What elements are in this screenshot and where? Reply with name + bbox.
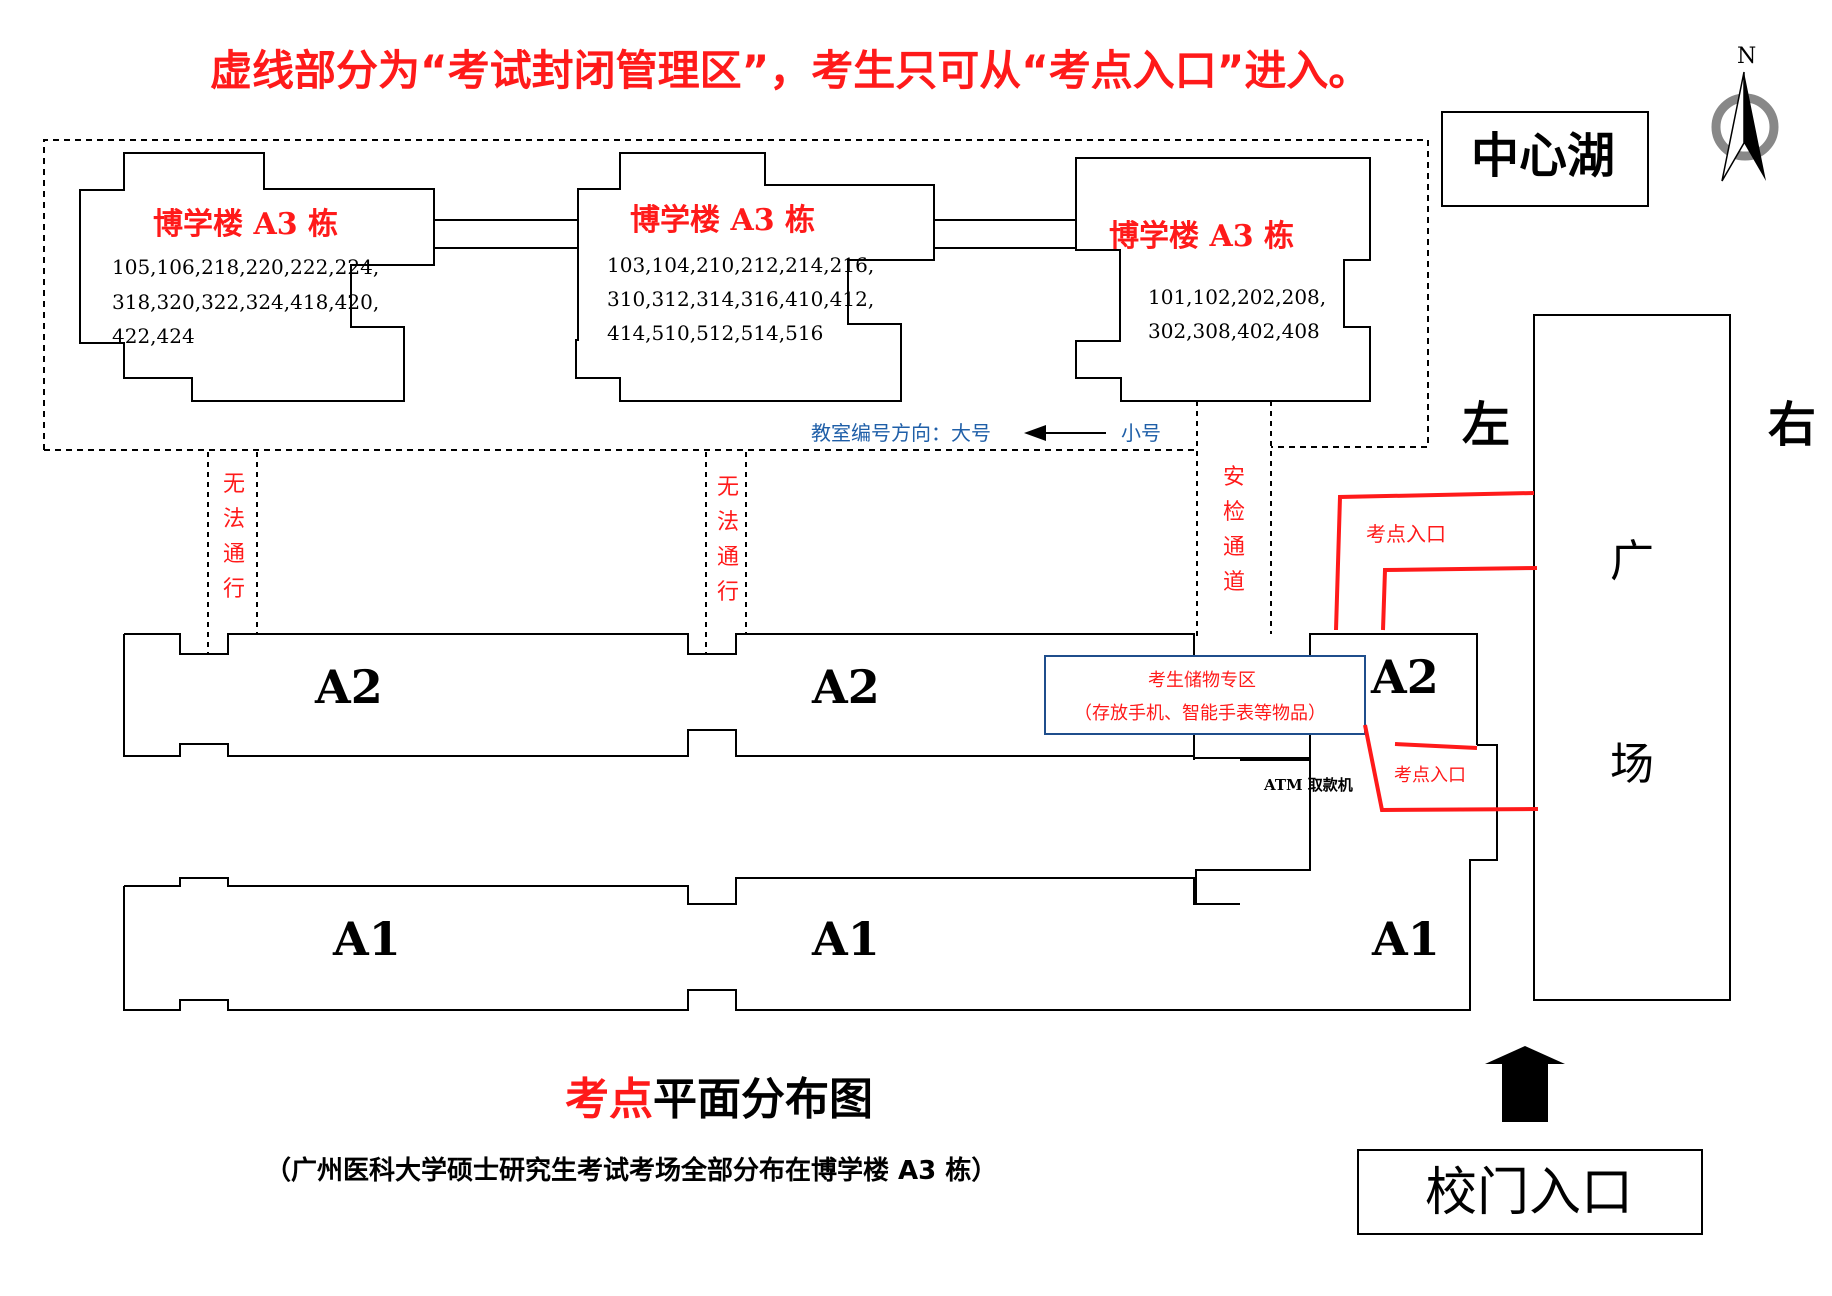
storage-zone-box bbox=[1044, 655, 1366, 735]
building-left-title: 博学楼 A3 栋 bbox=[153, 207, 339, 242]
plaza-char-2: 场 bbox=[1610, 739, 1654, 790]
building-middle-title: 博学楼 A3 栋 bbox=[630, 203, 816, 238]
entrance-lower-line-top bbox=[1394, 742, 1478, 750]
block-label-a1-right: A1 bbox=[1372, 912, 1440, 966]
map-title: 考点平面分布图 bbox=[565, 1078, 873, 1122]
direction-arrowhead bbox=[1024, 425, 1046, 441]
block-label-a2-middle: A2 bbox=[812, 660, 880, 714]
map-title-rest: 平面分布图 bbox=[653, 1074, 873, 1125]
north-compass-icon bbox=[1711, 71, 1779, 182]
exam-entrance-lower: 考点入口 bbox=[1394, 765, 1466, 786]
a3-building-left bbox=[79, 152, 435, 402]
passage-blocked-2-label: 无法通行 bbox=[716, 475, 739, 605]
security-channel-label: 安检通道 bbox=[1222, 465, 1245, 595]
lake-box bbox=[1441, 111, 1649, 207]
right-side-label: 右 bbox=[1768, 397, 1817, 453]
map-title-highlight: 考点 bbox=[565, 1074, 653, 1125]
plaza-outline bbox=[1533, 314, 1731, 1001]
building-middle-rooms-2: 310,312,314,316,410,412, bbox=[607, 287, 875, 311]
block-label-a2-right: A2 bbox=[1371, 650, 1439, 704]
building-left-rooms-1: 105,106,218,220,222,224, bbox=[112, 255, 380, 279]
building-right-rooms-2: 302,308,402,408 bbox=[1148, 319, 1320, 343]
passage-blocked-1-label: 无法通行 bbox=[222, 472, 245, 602]
gate-arrow bbox=[1485, 1046, 1565, 1122]
closed-zone-notice: 虚线部分为“考试封闭管理区”，考生只可从“考点入口”进入。 bbox=[210, 46, 1371, 95]
gate-box bbox=[1357, 1149, 1703, 1235]
map-subtitle: （广州医科大学硕士研究生考试考场全部分布在博学楼 A3 栋） bbox=[265, 1156, 998, 1186]
building-middle-rooms-1: 103,104,210,212,214,216, bbox=[607, 253, 875, 277]
plaza-char-1: 广 bbox=[1610, 536, 1654, 587]
storage-note: （存放手机、智能手表等物品） bbox=[1074, 703, 1326, 724]
gate-label: 校门入口 bbox=[1425, 1163, 1634, 1223]
lake-label: 中心湖 bbox=[1471, 128, 1616, 184]
skybridge-left bbox=[433, 219, 579, 249]
a3-building-right bbox=[1075, 157, 1371, 402]
skybridge-right bbox=[933, 219, 1077, 249]
entrance-upper-line-outer bbox=[1334, 491, 1535, 631]
left-side-label: 左 bbox=[1462, 397, 1511, 453]
exam-entrance-upper: 考点入口 bbox=[1366, 522, 1446, 546]
block-label-a2-left: A2 bbox=[315, 660, 383, 714]
building-middle-rooms-3: 414,510,512,514,516 bbox=[607, 321, 824, 345]
storage-title: 考生储物专区 bbox=[1148, 670, 1256, 691]
building-right-rooms-1: 101,102,202,208, bbox=[1148, 285, 1327, 309]
a1-building-outline bbox=[123, 744, 1498, 1011]
building-left-rooms-2: 318,320,322,324,418,420, bbox=[112, 290, 380, 314]
atm-label: ATM 取款机 bbox=[1264, 776, 1353, 794]
north-label: N bbox=[1737, 44, 1757, 69]
building-left-rooms-3: 422,424 bbox=[112, 324, 195, 348]
block-label-a1-left: A1 bbox=[333, 912, 401, 966]
building-right-title: 博学楼 A3 栋 bbox=[1109, 219, 1295, 254]
entrance-upper-line-inner bbox=[1381, 566, 1538, 631]
room-direction-label: 教室编号方向：大号 bbox=[811, 421, 991, 445]
a3-building-middle bbox=[575, 152, 935, 402]
closed-zone-boundary bbox=[43, 139, 1429, 450]
room-direction-small: 小号 bbox=[1121, 421, 1161, 445]
block-label-a1-middle: A1 bbox=[812, 912, 880, 966]
entrance-lower-line-bottom bbox=[1363, 724, 1539, 813]
